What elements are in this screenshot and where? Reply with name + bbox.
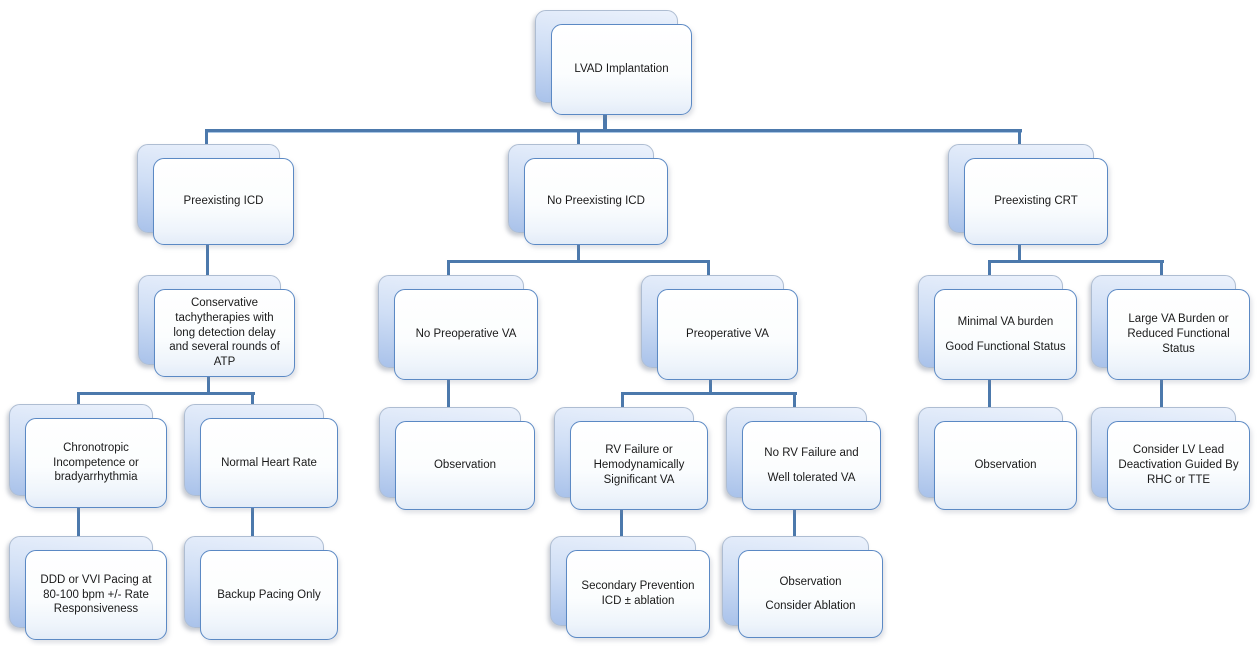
connector-chronotropic-to-ddd [77, 507, 80, 536]
node-backup-pacing: Backup Pacing Only [184, 536, 338, 640]
node-ddd-vvi-pacing: DDD or VVI Pacing at 80-100 bpm +/- Rate… [9, 536, 167, 640]
node-label: Minimal VA burden Good Functional Status [934, 289, 1077, 380]
connector-mid-fork-horizontal [447, 260, 710, 263]
node-normal-heart-rate: Normal Heart Rate [184, 404, 338, 508]
node-observation-no-preop: Observation [379, 407, 535, 510]
node-label: No RV Failure and Well tolerated VA [742, 421, 881, 510]
connector-drop-large-va [1160, 263, 1163, 275]
connector-minimal-to-observation [988, 379, 991, 407]
node-label: Normal Heart Rate [200, 418, 338, 508]
connector-preop-fork-horizontal [621, 392, 797, 395]
connector-rv-to-secondary [620, 509, 623, 536]
node-observation-minimal-va: Observation [918, 407, 1077, 510]
connector-main-horizontal [205, 129, 1022, 133]
node-no-rv-failure-tolerated-va: No RV Failure and Well tolerated VA [726, 407, 881, 510]
node-label: No Preexisting ICD [524, 158, 668, 245]
connector-drop-normal-heart-rate [251, 395, 254, 404]
node-observation-consider-ablation: Observation Consider Ablation [722, 536, 883, 638]
connector-drop-no-rv-failure [793, 395, 796, 407]
connector-drop-preop-va [707, 263, 710, 275]
connector-icd-to-conservative [206, 244, 209, 275]
connector-large-to-lv-lead [1160, 379, 1163, 407]
connector-no-icd-drop [577, 244, 580, 260]
node-preexisting-icd: Preexisting ICD [137, 144, 294, 245]
connector-drop-no-preop-va [447, 263, 450, 275]
connector-drop-rv-failure [621, 395, 624, 407]
connector-preop-va-drop [709, 379, 712, 392]
connector-norv-to-observation-ablation [793, 509, 796, 536]
node-label: DDD or VVI Pacing at 80-100 bpm +/- Rate… [25, 550, 167, 640]
node-rv-failure-significant-va: RV Failure or Hemodynamically Significan… [554, 407, 708, 510]
node-label: RV Failure or Hemodynamically Significan… [570, 421, 708, 510]
connector-drop-chronotropic [77, 395, 80, 404]
node-secondary-prevention-icd: Secondary Prevention ICD ± ablation [550, 536, 710, 638]
node-label: No Preoperative VA [394, 289, 538, 380]
node-label: Consider LV Lead Deactivation Guided By … [1107, 421, 1250, 510]
node-conservative-tachytherapies: Conservative tachytherapies with long de… [138, 275, 295, 377]
node-label: Conservative tachytherapies with long de… [154, 289, 295, 377]
node-chronotropic-incompetence: Chronotropic Incompetence or bradyarrhyt… [9, 404, 167, 508]
connector-drop-minimal-va [988, 263, 991, 275]
connector-normal-to-backup [251, 507, 254, 536]
node-label: Observation Consider Ablation [738, 550, 883, 638]
node-label: Preexisting CRT [964, 158, 1108, 245]
connector-root-drop [603, 112, 607, 129]
connector-drop-preexisting-icd [205, 132, 208, 144]
connector-no-preop-to-observation [447, 379, 450, 407]
node-no-preexisting-icd: No Preexisting ICD [508, 144, 668, 245]
node-label: Secondary Prevention ICD ± ablation [566, 550, 710, 638]
node-minimal-va-burden: Minimal VA burden Good Functional Status [918, 275, 1077, 380]
node-consider-lv-lead-deactivation: Consider LV Lead Deactivation Guided By … [1091, 407, 1250, 510]
connector-left-fork-horizontal [77, 392, 255, 395]
node-label: Observation [934, 421, 1077, 510]
connector-drop-preexisting-crt [1018, 132, 1021, 144]
connector-drop-no-preexisting-icd [577, 132, 580, 144]
node-label: Preoperative VA [657, 289, 798, 380]
connector-right-fork-horizontal [988, 260, 1164, 263]
connector-crt-drop [1018, 244, 1021, 260]
node-label: Large VA Burden or Reduced Functional St… [1107, 289, 1250, 380]
node-lvad-implantation: LVAD Implantation [535, 10, 692, 115]
node-label: Observation [395, 421, 535, 510]
node-label: Backup Pacing Only [200, 550, 338, 640]
node-large-va-burden: Large VA Burden or Reduced Functional St… [1091, 275, 1250, 380]
node-label: Preexisting ICD [153, 158, 294, 245]
node-no-preoperative-va: No Preoperative VA [378, 275, 538, 380]
node-preoperative-va: Preoperative VA [641, 275, 798, 380]
node-preexisting-crt: Preexisting CRT [948, 144, 1108, 245]
connector-conservative-drop [207, 376, 210, 392]
node-label: LVAD Implantation [551, 24, 692, 115]
node-label: Chronotropic Incompetence or bradyarrhyt… [25, 418, 167, 508]
